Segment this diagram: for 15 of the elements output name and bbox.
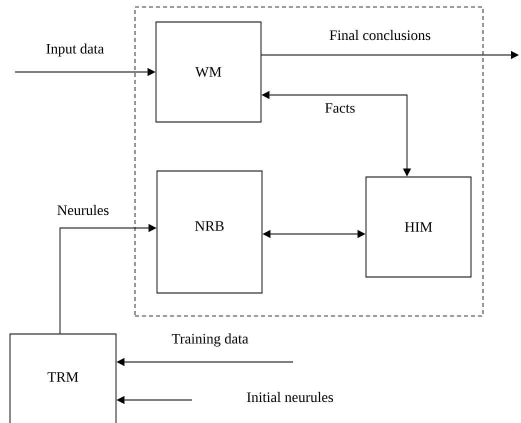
box-label: TRM bbox=[48, 372, 78, 382]
edge-label: Input data bbox=[44, 42, 106, 58]
edge-label: Training data bbox=[170, 332, 250, 348]
edge-label: Initial neurules bbox=[245, 390, 335, 404]
edge-label: Facts bbox=[324, 102, 356, 114]
edge-label: Neurules bbox=[56, 204, 110, 216]
process-box bbox=[366, 176, 472, 278]
process-box bbox=[156, 170, 262, 294]
process-box bbox=[156, 22, 262, 122]
process-box bbox=[10, 334, 116, 423]
box-label: NRB bbox=[195, 221, 224, 231]
box-label: HIM bbox=[404, 222, 432, 232]
dashed-boundary bbox=[134, 6, 484, 316]
edge-label: Final conclusions bbox=[328, 28, 432, 42]
box-label: WM bbox=[195, 67, 222, 77]
